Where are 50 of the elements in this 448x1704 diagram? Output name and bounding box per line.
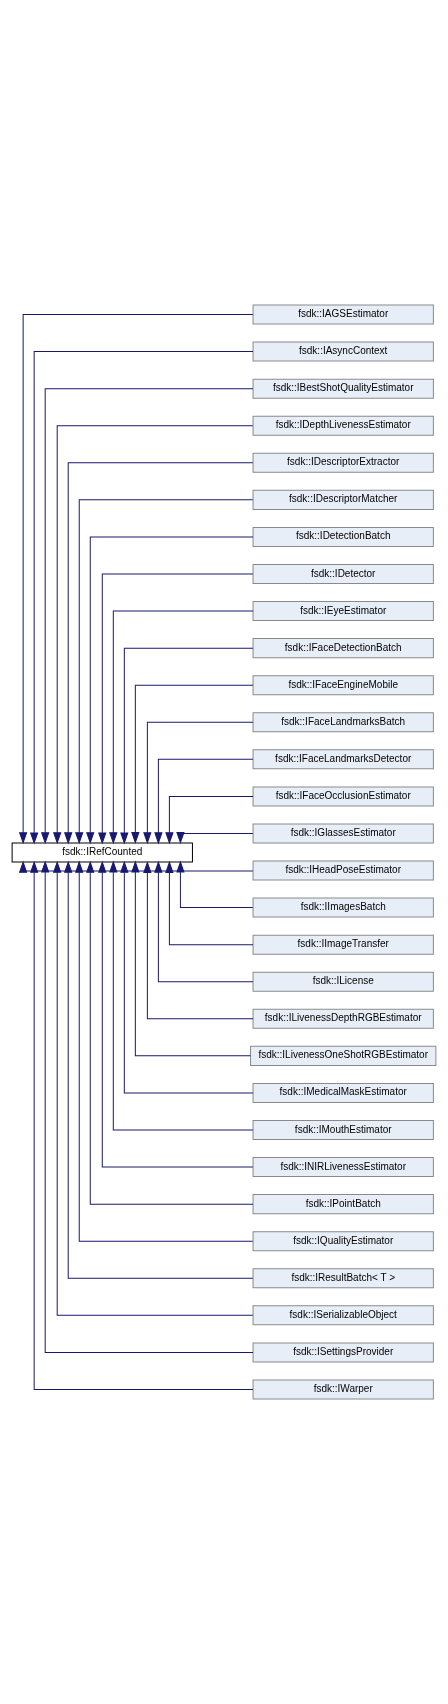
node-box: fsdk::IPointBatch xyxy=(252,1194,434,1215)
arrow xyxy=(120,861,254,1094)
node-box: fsdk::IHeadPoseEstimator xyxy=(252,860,434,881)
arrow xyxy=(165,861,254,946)
arrow xyxy=(19,861,254,873)
arrow xyxy=(143,721,254,844)
node-box: fsdk::IDetectionBatch xyxy=(252,526,434,547)
arrow xyxy=(86,861,254,1205)
node-box: fsdk::IGlassesEstimator xyxy=(252,823,434,844)
node-box: fsdk::IWarper xyxy=(252,1379,434,1400)
arrow xyxy=(154,758,254,844)
node-box: fsdk::IFaceLandmarksBatch xyxy=(252,712,434,733)
node-box: fsdk::IEyeEstimator xyxy=(252,601,434,622)
arrow xyxy=(98,573,254,844)
arrow xyxy=(176,832,254,844)
node-box: fsdk::ILivenessDepthRGBEstimator xyxy=(252,1008,434,1029)
node-box: fsdk::IImagesBatch xyxy=(252,897,434,918)
arrow xyxy=(86,536,254,844)
arrow xyxy=(98,861,254,1168)
node-box: fsdk::IFaceDetectionBatch xyxy=(252,638,434,659)
arrow xyxy=(109,861,254,1131)
node-box: fsdk::IDescriptorMatcher xyxy=(252,489,434,510)
arrow xyxy=(131,861,252,1057)
arrow xyxy=(109,610,254,844)
node-box: fsdk::ILicense xyxy=(252,971,434,992)
arrow xyxy=(165,795,254,844)
node-box: fsdk::IAsyncContext xyxy=(252,341,434,362)
node-box: fsdk::IRefCounted xyxy=(11,842,193,863)
arrow xyxy=(143,861,254,1020)
node-box: fsdk::IQualityEstimator xyxy=(252,1231,434,1252)
arrow xyxy=(176,861,254,909)
node-box: fsdk::IImageTransfer xyxy=(252,934,434,955)
node-box: fsdk::IMedicalMaskEstimator xyxy=(252,1082,434,1103)
node-box: fsdk::IFaceLandmarksDetector xyxy=(252,749,434,770)
node-box: fsdk::IBestShotQualityEstimator xyxy=(252,378,434,399)
node-box: fsdk::INIRLivenessEstimator xyxy=(252,1157,434,1178)
node-box: fsdk::IMouthEstimator xyxy=(252,1120,434,1140)
node-box: fsdk::ILivenessOneShotRGBEstimator xyxy=(250,1045,437,1066)
node-box: fsdk::IDetector xyxy=(252,564,434,584)
node-box: fsdk::IResultBatch< T > xyxy=(252,1268,434,1289)
node-box: fsdk::IFaceEngineMobile xyxy=(252,675,434,696)
node-box: fsdk::IAGSEstimator xyxy=(252,304,434,325)
node-box: fsdk::IDescriptorExtractor xyxy=(252,452,434,473)
node-box: fsdk::IFaceOcclusionEstimator xyxy=(252,786,434,807)
node-box: fsdk::ISettingsProvider xyxy=(252,1342,434,1363)
arrow xyxy=(154,861,254,983)
arrow xyxy=(131,684,254,844)
node-box: fsdk::IDepthLivenessEstimator xyxy=(252,415,434,436)
node-box: fsdk::ISerializableObject xyxy=(252,1305,434,1326)
arrow xyxy=(120,647,254,844)
